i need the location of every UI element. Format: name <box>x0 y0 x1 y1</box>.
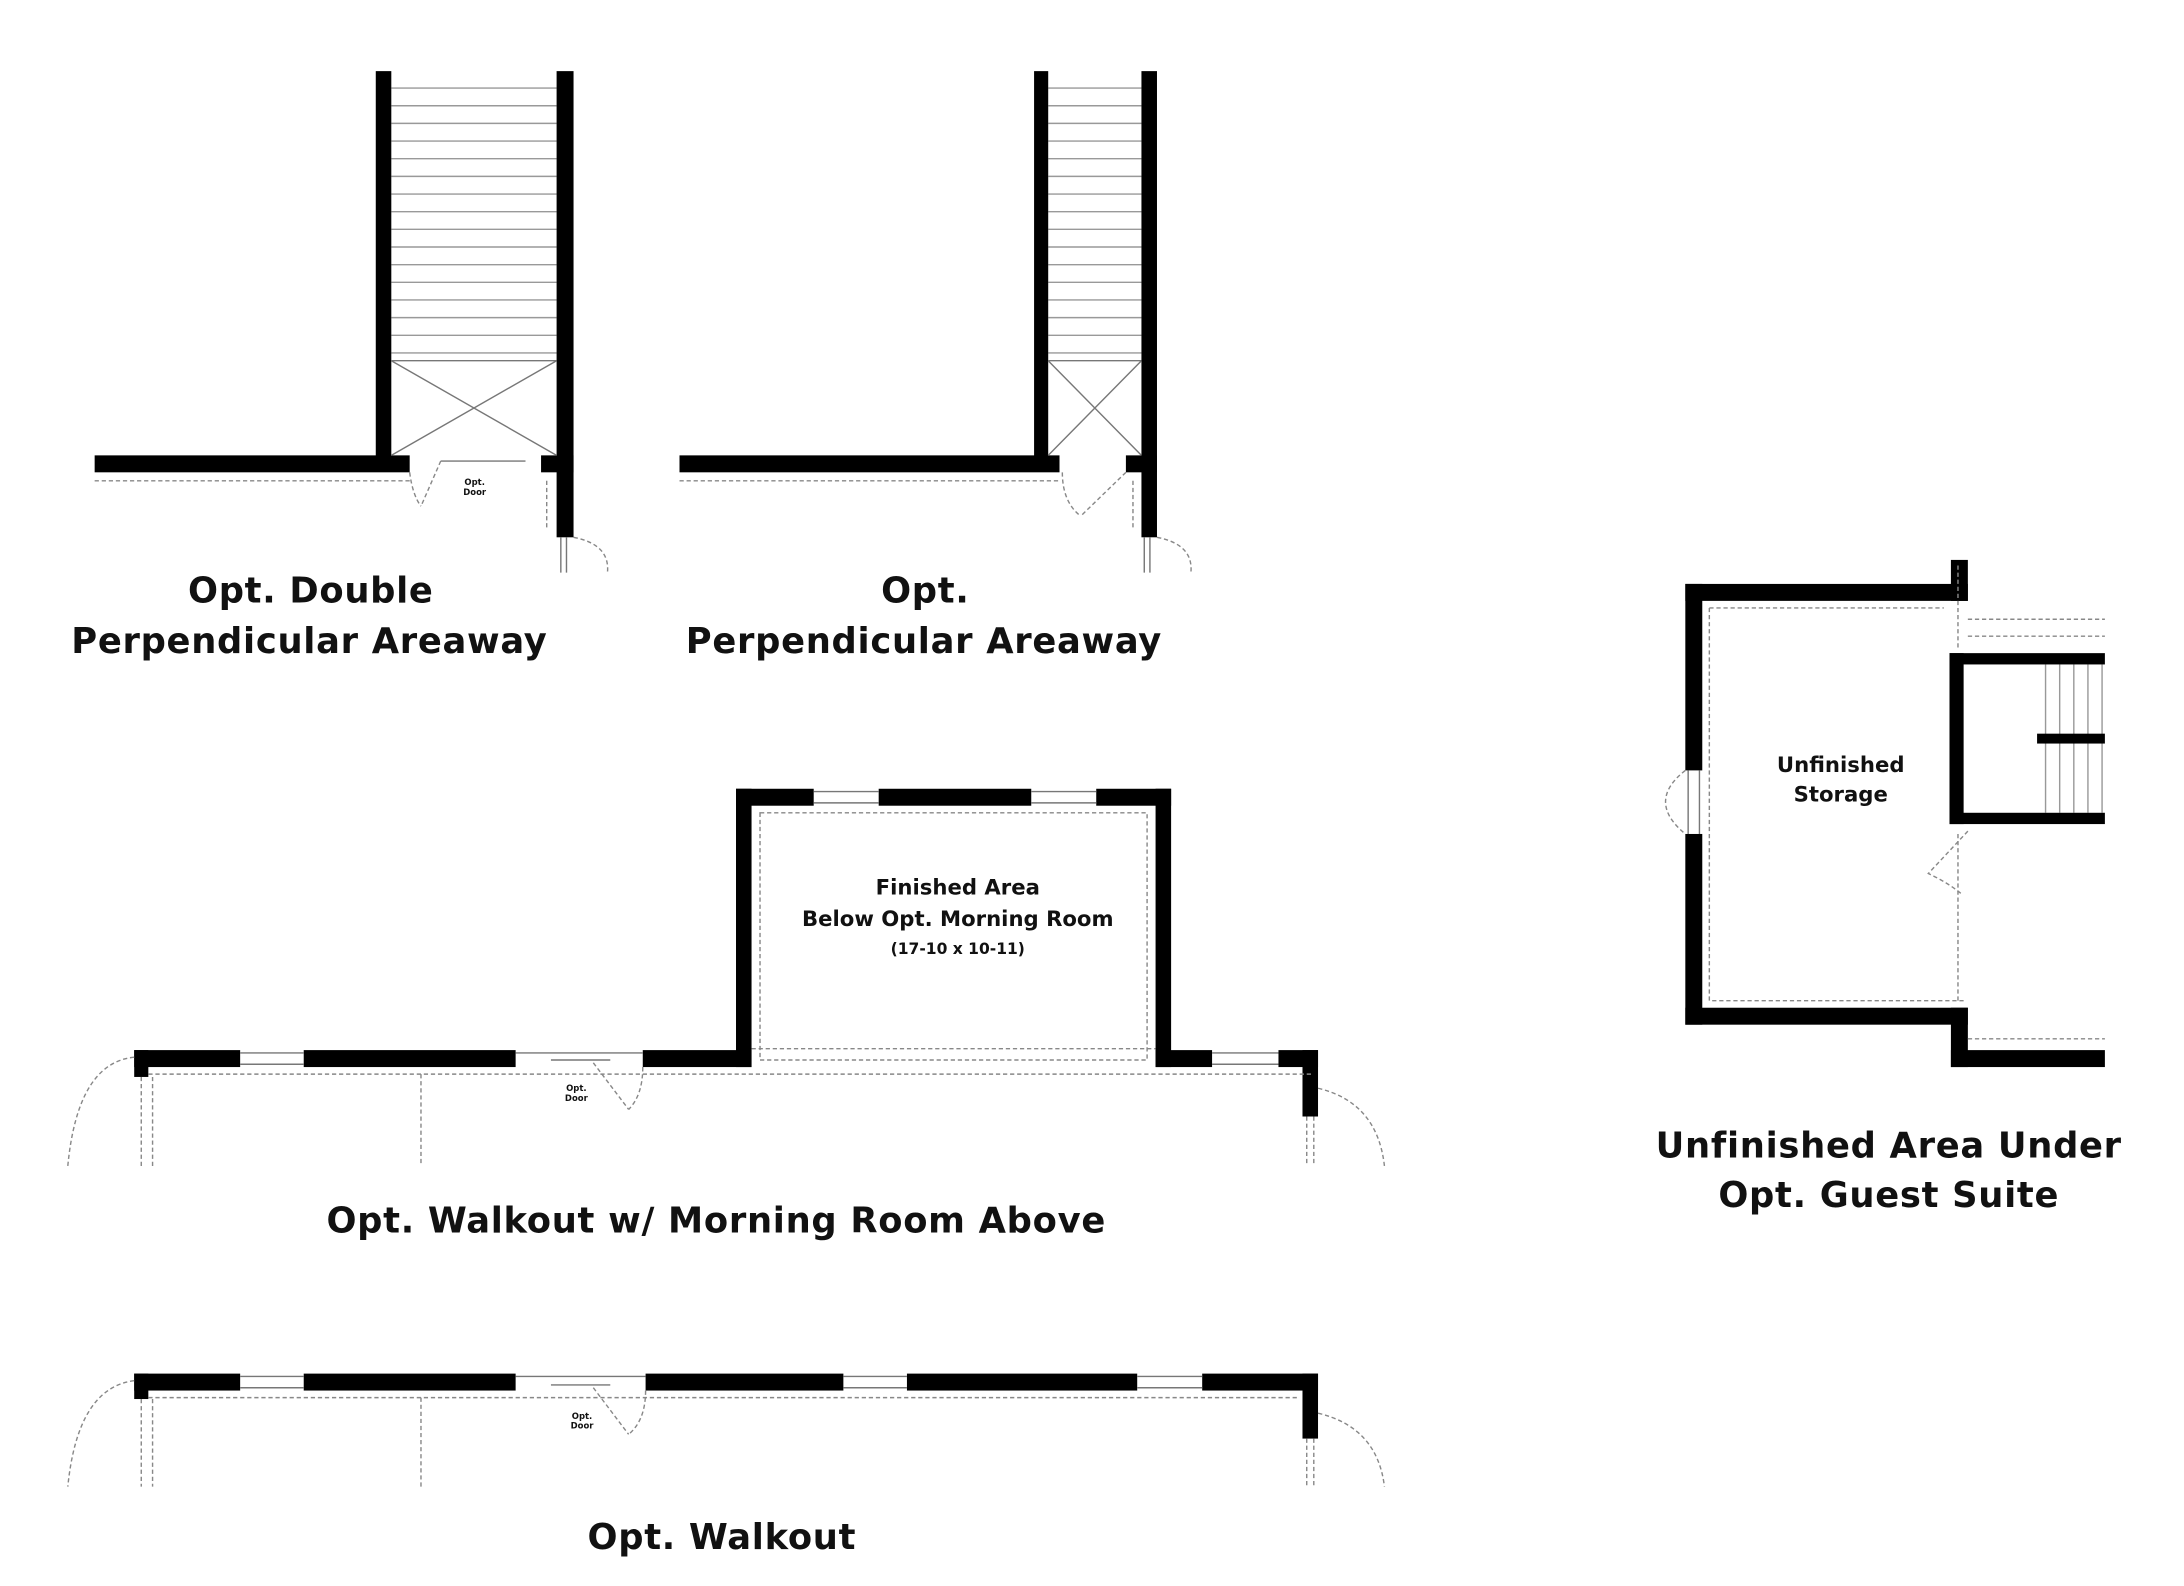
wall <box>1141 71 1157 538</box>
door-swing <box>573 536 609 573</box>
plan-title: Unfinished Area Under <box>1656 1125 2122 1166</box>
room-dimensions: (17-10 x 10-11) <box>891 940 1025 958</box>
plan-walkout-morning-room: Opt. Door Finished Area Below Opt. Morni… <box>67 788 1386 1241</box>
wall-finish-line <box>1708 565 2105 1040</box>
door-swing <box>1061 471 1127 517</box>
wall <box>541 455 574 473</box>
wall-finish-line <box>679 480 1134 531</box>
door-swing <box>1927 830 1969 894</box>
plan-walkout: Opt. Door Opt. Walkout <box>67 1373 1386 1558</box>
wall <box>679 455 1060 473</box>
door-label: Door <box>571 1421 595 1431</box>
room-label: Finished Area <box>876 875 1040 900</box>
plan-title: Opt. Guest Suite <box>1718 1175 2059 1216</box>
plan-title: Opt. Double <box>188 570 434 611</box>
plan-title: Perpendicular Areaway <box>686 621 1162 662</box>
wall-finish-line <box>140 1396 1315 1487</box>
stairs <box>391 87 557 354</box>
wall-finish-line <box>94 480 548 531</box>
wall <box>1034 71 1049 464</box>
plan-double-perpendicular-areaway: Opt. Door Opt. Double Perpendicular Area… <box>71 71 609 662</box>
door-label: Opt. <box>572 1411 593 1421</box>
wall <box>94 455 410 473</box>
room-label: Storage <box>1794 781 1888 806</box>
plan-title: Opt. <box>881 570 969 611</box>
landing <box>1047 360 1142 456</box>
wall <box>375 71 392 464</box>
stairs <box>1048 87 1142 354</box>
wall <box>1125 455 1157 473</box>
wall <box>556 71 574 538</box>
wall-finish-line <box>140 812 1315 1166</box>
plan-unfinished-area: Unfinished Storage Unfinished Area Under… <box>1656 559 2122 1216</box>
door-label: Door <box>565 1093 589 1103</box>
door-swing <box>408 460 442 507</box>
door-swing <box>592 1062 644 1110</box>
door-swing <box>592 1387 647 1435</box>
door-label: Opt. <box>566 1083 587 1093</box>
window-bay <box>1664 769 1686 835</box>
plan-title: Perpendicular Areaway <box>71 621 547 662</box>
plan-title: Opt. Walkout w/ Morning Room Above <box>326 1200 1106 1241</box>
room-label: Unfinished <box>1777 752 1905 777</box>
door-label: Door <box>463 487 487 497</box>
plan-perpendicular-areaway: Opt. Perpendicular Areaway <box>679 71 1192 662</box>
door-swing <box>1156 536 1192 573</box>
landing <box>390 360 557 456</box>
door-label: Opt. <box>464 477 485 487</box>
plan-title: Opt. Walkout <box>588 1517 857 1558</box>
porch-outline <box>67 1379 1386 1487</box>
room-label: Below Opt. Morning Room <box>802 906 1114 931</box>
porch-outline <box>67 1056 1386 1167</box>
